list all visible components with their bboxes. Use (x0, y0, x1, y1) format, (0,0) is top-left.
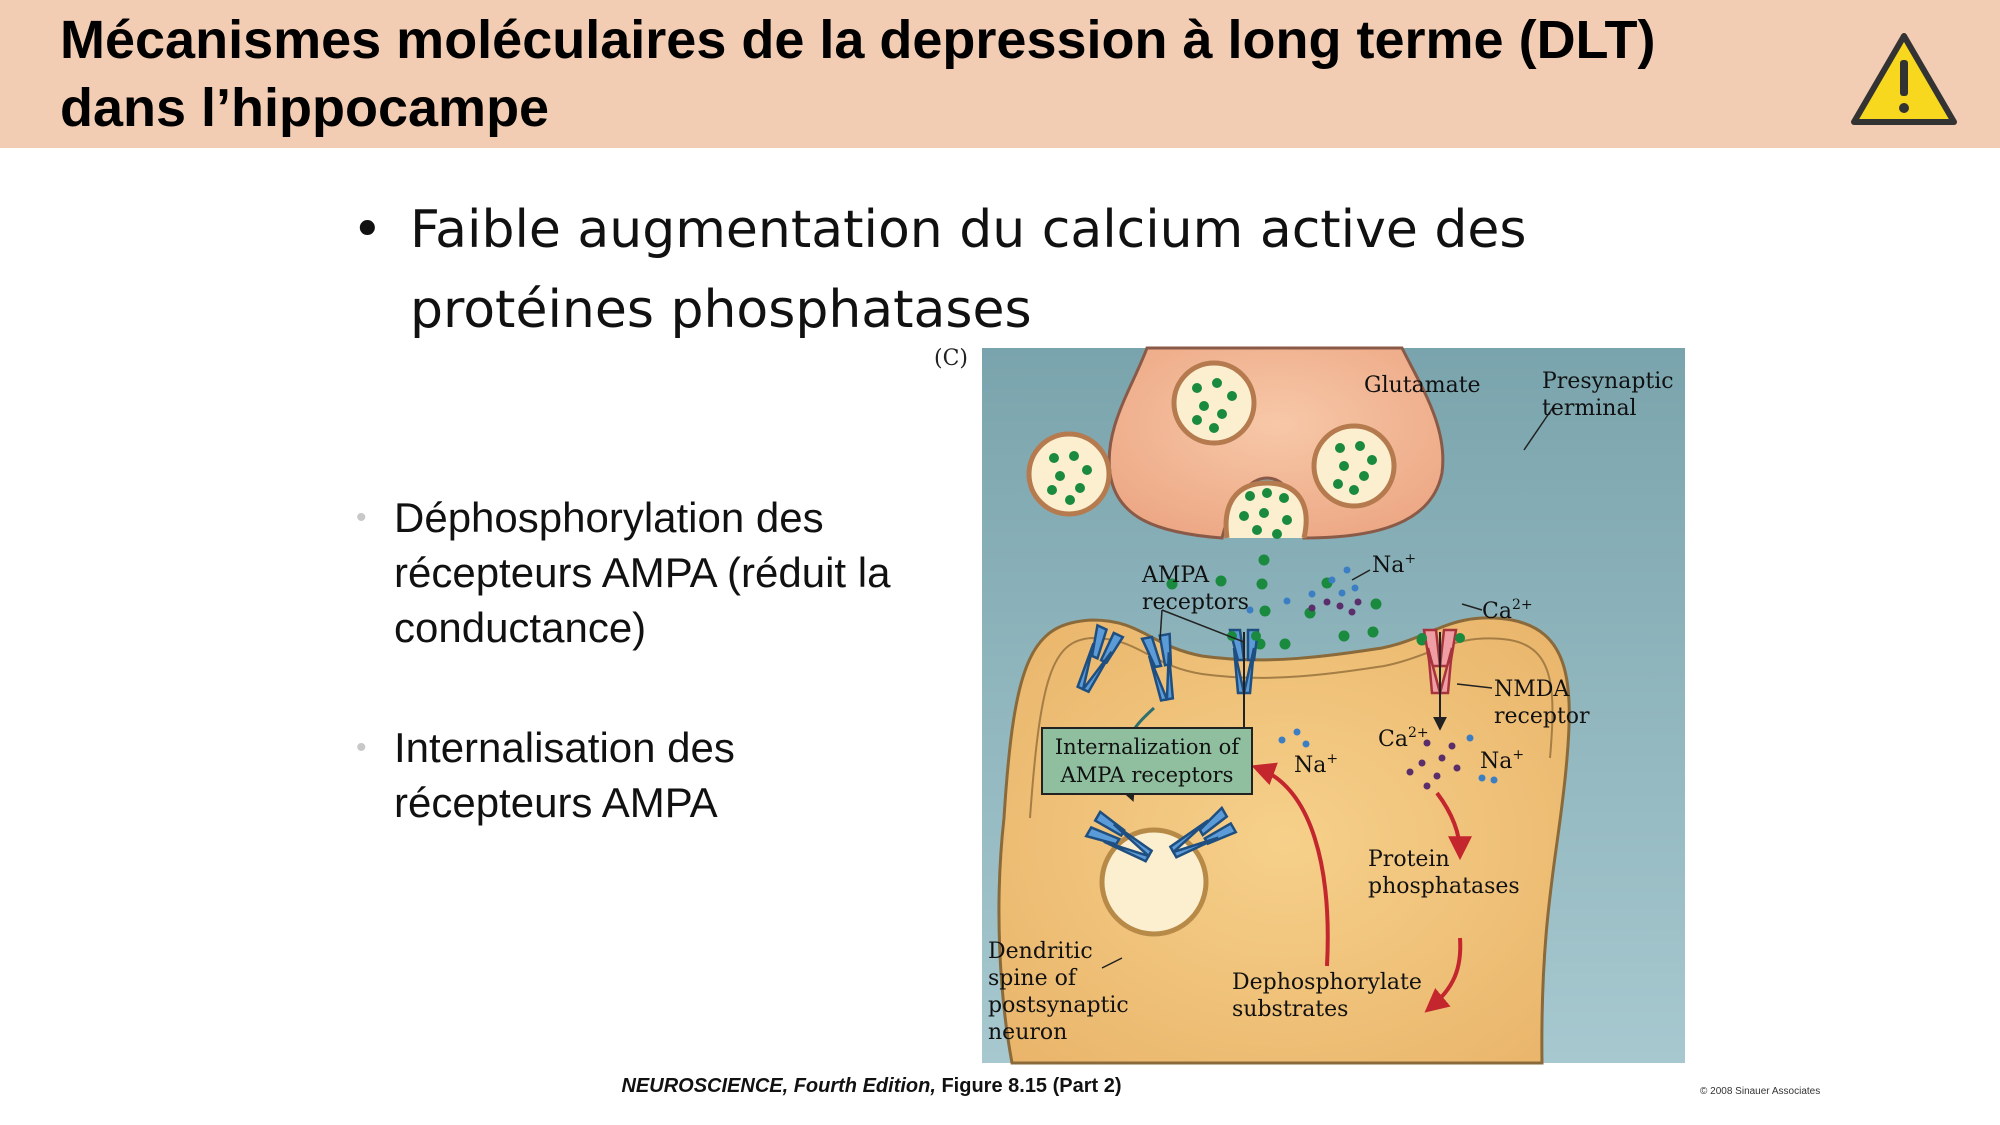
label-glutamate: Glutamate (1364, 373, 1481, 398)
leader-nmda (1456, 683, 1493, 689)
postsynaptic-membrane-line (1029, 636, 1554, 819)
caption-rest: Figure 8.15 (Part 2) (935, 1075, 1122, 1097)
label-nmda-1: NMDA (1494, 677, 1570, 702)
sub-bullet-line: récepteurs AMPA (réduit la (394, 549, 891, 596)
calcium-ions-internal (1406, 739, 1461, 790)
title-line-1: Mécanismes moléculaires de la depression… (60, 10, 1656, 70)
sodium-ions-cleft (1246, 566, 1359, 614)
warning-triangle-icon (1851, 33, 1957, 125)
label-dendritic-3: postsynaptic (988, 993, 1129, 1018)
calcium-ions-cleft (1308, 598, 1362, 616)
leader-ampa-2 (1159, 609, 1163, 641)
sub-bullet-line: récepteurs AMPA (394, 779, 718, 826)
main-bullet-line-2: protéines phosphatases (410, 280, 1032, 340)
leader-na-top (1351, 569, 1371, 581)
label-ca-mid: Ca2+ (1378, 725, 1429, 752)
label-dendritic-2: spine of (988, 966, 1078, 991)
leader-presynaptic (1523, 405, 1555, 451)
label-na-top: Na+ (1372, 551, 1416, 578)
leader-ampa-1 (1161, 609, 1245, 643)
bullet-dot: • (356, 731, 367, 764)
sub-bullet-line: Déphosphorylation des (394, 494, 824, 541)
title-line-2: dans l’hippocampe (60, 78, 550, 138)
released-glutamate (1166, 554, 1428, 650)
label-ca-top: Ca2+ (1482, 597, 1533, 624)
ampa-receptor (1140, 632, 1175, 702)
sub-bullet-line: Internalisation des (394, 724, 735, 771)
main-bullet-line-1: Faible augmentation du calcium active de… (410, 200, 1527, 260)
internalized-ampa-receptor (1168, 805, 1238, 859)
main-bullet-text: Faible augmentation du calcium active de… (410, 190, 1610, 350)
panel-label: (C) (934, 346, 968, 371)
synaptic-vesicle (1311, 423, 1397, 509)
title-bar: Mécanismes moléculaires de la depression… (0, 0, 2000, 148)
sub-bullet-text: Internalisation des récepteurs AMPA (394, 720, 954, 830)
copyright-notice: © 2008 Sinauer Associates (1700, 1086, 1821, 1097)
label-protein-2: phosphatases (1368, 874, 1520, 899)
label-dephos-2: substrates (1232, 997, 1348, 1022)
label-nmda-2: receptor (1494, 704, 1590, 729)
label-presynaptic-1: Presynaptic (1542, 369, 1674, 394)
synaptic-vesicle (1171, 360, 1257, 446)
figure-caption: NEUROSCIENCE, Fourth Edition, Figure 8.1… (0, 1075, 1743, 1098)
label-dephos-1: Dephosphorylate (1232, 970, 1422, 995)
internalization-label-1: Internalization of (1055, 735, 1241, 759)
leader-dendritic (1101, 957, 1123, 969)
nmda-receptor (1417, 628, 1465, 695)
internalization-label-box (1041, 727, 1253, 795)
leader-ca-top (1461, 603, 1483, 611)
bullet-dot: • (356, 501, 367, 534)
caption-italic: NEUROSCIENCE, Fourth Edition, (621, 1075, 936, 1097)
dephosphorylate-arrow (1424, 937, 1463, 1013)
synapse-diagram: Internalization of AMPA receptors Glutam… (982, 346, 1685, 1065)
label-ampa-1: AMPA (1141, 563, 1210, 588)
label-presynaptic-2: terminal (1542, 396, 1637, 421)
label-na-left: Na+ (1294, 751, 1338, 778)
sub-bullet-line: conductance) (394, 604, 647, 651)
internalized-ampa-receptor (1084, 810, 1154, 863)
internalization-feedback-arrow (1251, 762, 1330, 967)
phosphatase-arrow (1435, 791, 1472, 861)
label-ampa-2: receptors (1142, 590, 1249, 615)
fusing-vesicle (1223, 480, 1309, 539)
ampa-receptor (1076, 623, 1125, 694)
slide-title: Mécanismes moléculaires de la depression… (60, 6, 1820, 142)
synaptic-vesicle (1026, 431, 1112, 517)
sodium-ions-internal (1278, 728, 1498, 784)
label-dendritic-4: neuron (988, 1020, 1067, 1045)
label-dendritic-1: Dendritic (988, 939, 1093, 964)
label-protein-1: Protein (1368, 847, 1450, 872)
ampa-receptor (1227, 628, 1261, 695)
bullet-dot: • (352, 200, 383, 260)
label-na-right: Na+ (1480, 747, 1524, 774)
sub-bullet-text: Déphosphorylation des récepteurs AMPA (r… (394, 490, 954, 655)
internalization-label-2: AMPA receptors (1060, 763, 1234, 787)
